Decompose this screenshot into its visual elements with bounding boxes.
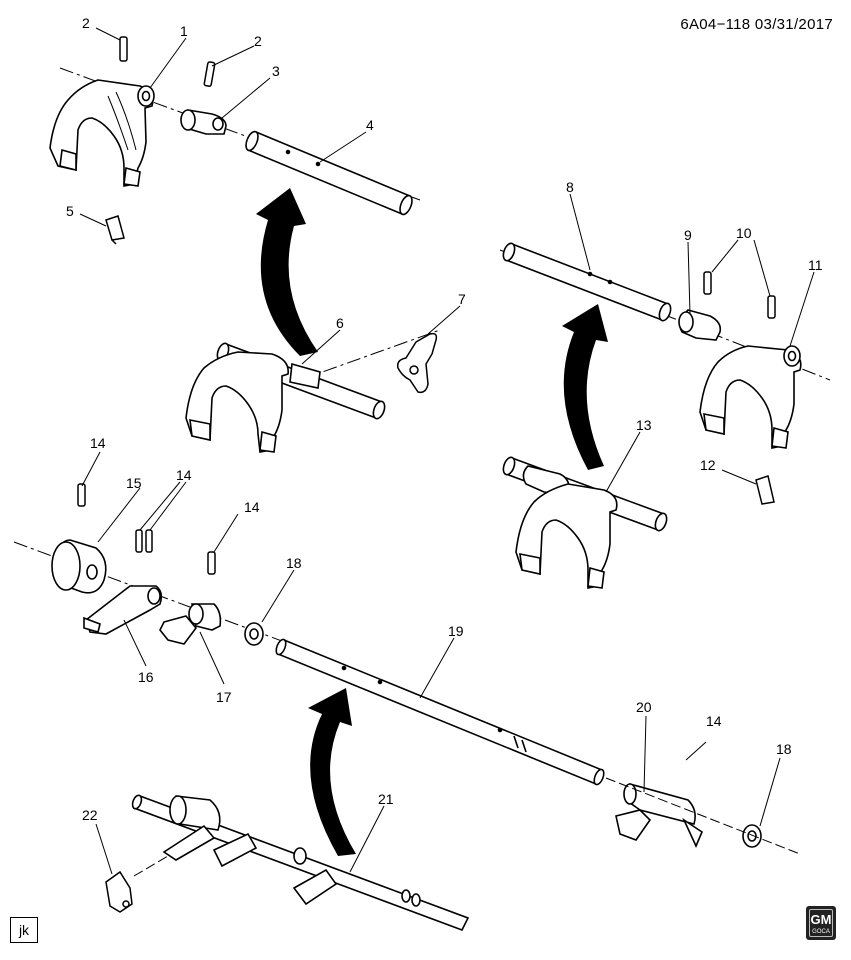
detent-collar-icon [51,539,107,594]
shift-fork-icon [49,79,155,187]
callout-11: 11 [808,257,823,273]
shift-lever-17-icon [159,603,222,645]
callout-17: 17 [216,689,232,705]
shift-fork-rail-icon [185,342,386,453]
detent-clip-icon [105,870,133,913]
shift-lug-icon [180,109,227,135]
gm-logo-icon: GM GOCA [806,906,836,940]
gm-logo-frame: GM GOCA [809,909,833,937]
fork-pad-right-icon [755,475,775,505]
shift-lever-20-icon [615,783,703,848]
callout-20: 20 [636,699,652,715]
callout-15: 15 [126,475,142,491]
callout-13: 13 [636,417,652,433]
callout-22: 22 [82,807,98,823]
callout-16: 16 [138,669,154,685]
shift-rail-long-icon [275,638,605,786]
callout-2b: 2 [254,33,262,49]
callout-14d: 14 [706,713,722,729]
leader-lines [79,27,815,875]
artist-code-box: jk [10,917,38,943]
shift-rail-assembly-icon [131,794,470,932]
callout-labels: 1 2 2 3 4 5 6 7 8 9 10 11 12 13 14 15 14… [66,15,823,823]
move-arrow-icon [256,188,318,356]
callout-21: 21 [378,791,394,807]
connector-lines [133,777,801,877]
shift-rail-right-icon [502,242,672,322]
callout-10: 10 [736,225,752,241]
fork-pad-icon [105,215,125,245]
shift-fork-right-icon [699,345,802,449]
shift-lever-16-icon [83,585,163,635]
shift-lug-right-icon [678,309,722,341]
callout-19: 19 [448,623,464,639]
shift-fork-rail-right-icon [502,456,668,589]
callout-4: 4 [366,117,374,133]
gm-logo-text: GM [810,912,832,927]
callout-14b: 14 [176,467,192,483]
callout-14c: 14 [244,499,260,515]
washer-icon [244,622,762,848]
move-arrow-lower-icon [308,688,356,856]
gm-logo-subtext: GOCA [812,929,830,935]
callout-7: 7 [458,291,466,307]
callout-14a: 14 [90,435,106,451]
callout-18a: 18 [286,555,302,571]
interlock-plate-icon [396,332,438,394]
document-id: 6A04−118 03/31/2017 [680,16,833,33]
center-line-lower [13,541,291,645]
callout-8: 8 [566,179,574,195]
callout-3: 3 [272,63,280,79]
callout-2a: 2 [82,15,90,31]
callout-6: 6 [336,315,344,331]
move-arrow-right-icon [562,304,608,470]
callout-9: 9 [684,227,692,243]
roll-pin-lower-icon [77,483,216,575]
callout-12: 12 [700,457,716,473]
roll-pin-right-icon [703,271,776,319]
callout-1: 1 [180,23,188,39]
shift-rail-icon [245,130,413,216]
callout-18b: 18 [776,741,792,757]
roll-pin-icon [119,36,216,87]
callout-5: 5 [66,203,74,219]
